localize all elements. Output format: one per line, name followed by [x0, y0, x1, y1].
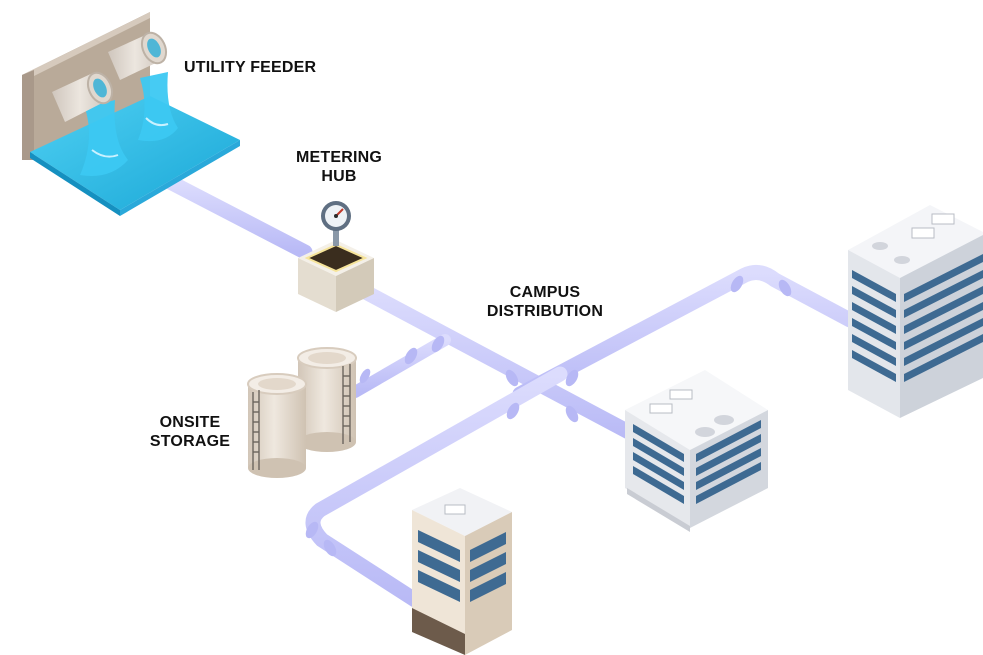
utility-feeder-text: UTILITY FEEDER — [184, 59, 317, 76]
metering-hub-line-2: HUB — [321, 168, 357, 185]
campus-pipe — [512, 264, 858, 402]
office-building-icon — [625, 370, 768, 532]
water-pipe-icon — [52, 31, 168, 122]
metering-hub-box — [298, 201, 374, 312]
campus-distribution-label: CAMPUS DISTRIBUTION — [470, 283, 620, 321]
campus-distribution-line-1: CAMPUS — [509, 284, 581, 301]
main-pipe — [350, 280, 648, 446]
pipe-collars — [305, 275, 792, 557]
pipe-network — [162, 174, 858, 608]
campus-distribution-line-2: DISTRIBUTION — [486, 303, 604, 320]
storage-pipe — [349, 334, 451, 398]
utility-feeder-label: UTILITY FEEDER — [184, 58, 316, 77]
storage-tank-icon — [247, 347, 357, 478]
pressure-gauge-icon — [321, 201, 351, 246]
office-tower-icon — [848, 205, 983, 418]
onsite-storage-line-2: STORAGE — [149, 433, 231, 450]
apartment-building-icon — [412, 488, 512, 655]
metering-hub-line-1: METERING — [295, 149, 383, 166]
onsite-storage-line-1: ONSITE — [159, 414, 221, 431]
metering-hub-label: METERING HUB — [287, 148, 391, 186]
outfall-wall-icon — [22, 12, 240, 216]
onsite-storage-label: ONSITE STORAGE — [135, 413, 245, 451]
feeder-pipe — [162, 174, 313, 260]
